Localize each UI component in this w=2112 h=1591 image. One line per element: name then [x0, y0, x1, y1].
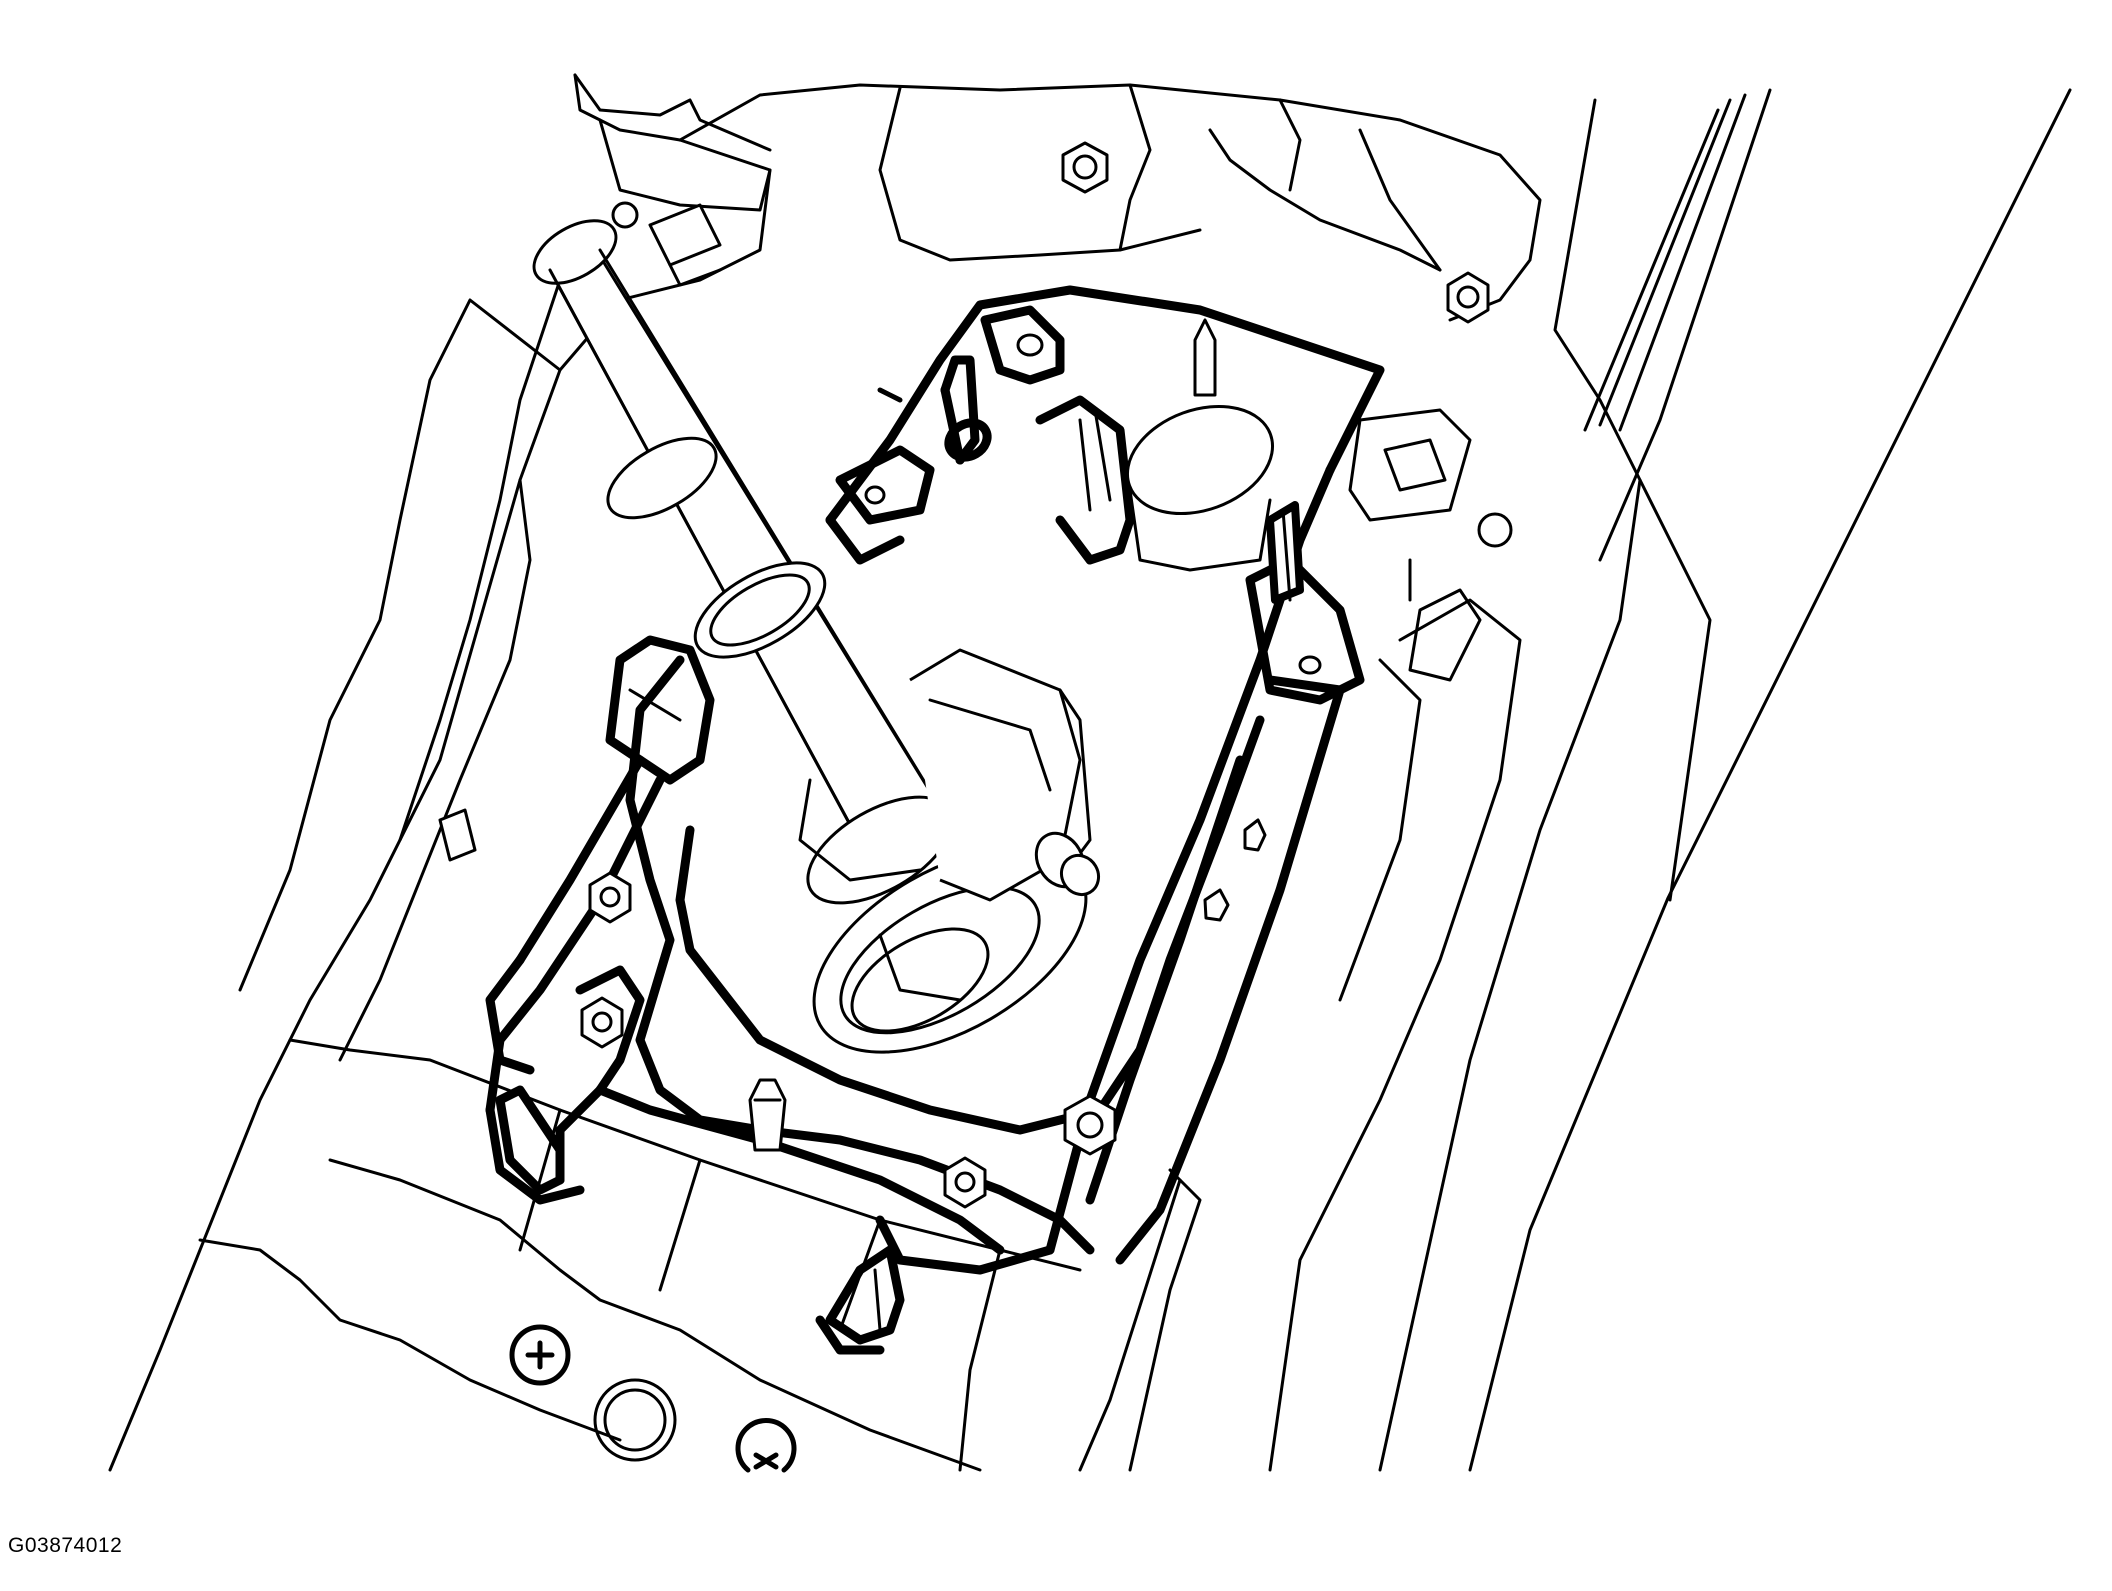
- hex-nut-icon: [580, 996, 624, 1049]
- hex-nut-icon: [943, 1156, 987, 1209]
- round-plug-icon: [593, 1378, 677, 1462]
- hex-nut-icon: [1446, 271, 1490, 324]
- left-cable-clip: [485, 635, 715, 1205]
- small-brackets: [438, 203, 1447, 862]
- hex-nut-icon: [1477, 512, 1513, 548]
- upper-linkage: [835, 305, 1275, 572]
- phillips-screw-icon: [735, 1418, 797, 1473]
- lower-right-stud: [815, 1245, 905, 1355]
- phillips-screws: [509, 1324, 797, 1473]
- right-mounting-arm: [1085, 501, 1365, 1265]
- hex-nut-icon: [1061, 141, 1109, 194]
- console-tunnel: [108, 73, 2072, 1472]
- hex-nut-icon: [588, 871, 632, 924]
- figure-code-label: G03874012: [8, 1534, 123, 1557]
- hex-nut-icon: [1063, 1094, 1117, 1156]
- phillips-screw-icon: [509, 1324, 571, 1386]
- shift-gate-bracket: [909, 648, 1101, 902]
- locating-pins: [748, 1078, 787, 1152]
- hex-nuts: [580, 141, 1513, 1209]
- shift-lever: [532, 219, 1088, 1054]
- hex-nut-icon: [611, 201, 639, 229]
